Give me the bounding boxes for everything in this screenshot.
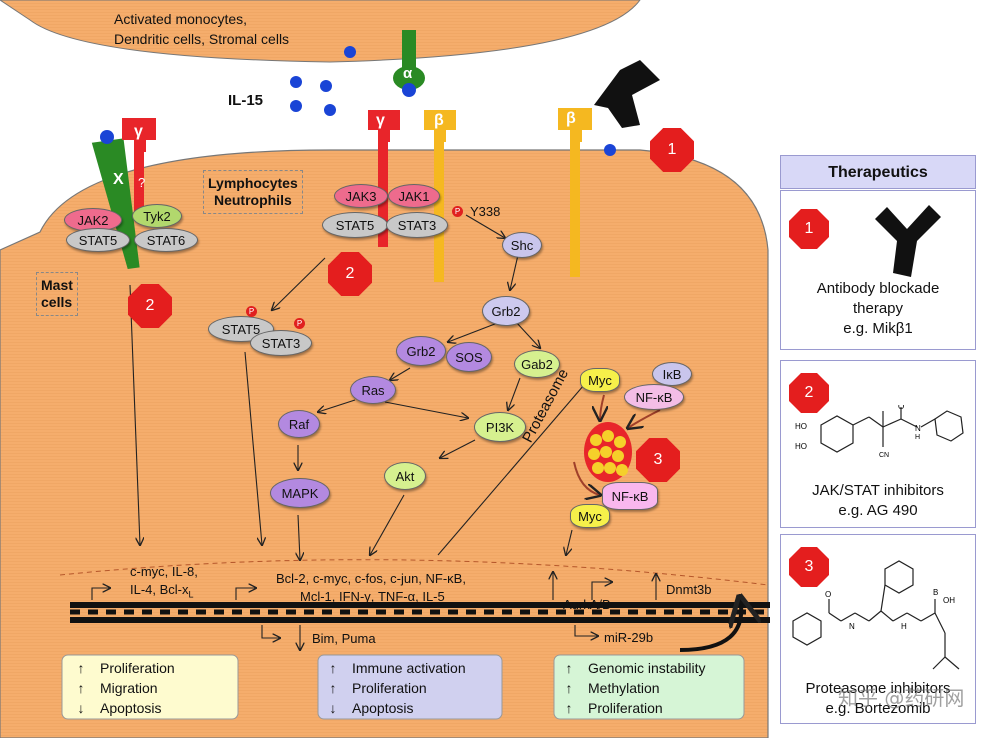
therapeutic-1-panel: 1 Antibody blockade therapy e.g. Mikβ1 xyxy=(780,190,976,350)
octagon-2-left: 2 xyxy=(128,284,172,328)
bortezomib-oh: OH xyxy=(943,596,955,605)
gamma-label: γ xyxy=(376,112,385,129)
therapeutic-3-octagon: 3 xyxy=(789,547,829,587)
akt-node: Akt xyxy=(384,462,426,490)
pi3k-node: PI3K xyxy=(474,412,526,442)
therapeutic-2-octagon: 2 xyxy=(789,373,829,413)
therapeutic-1-octagon: 1 xyxy=(789,209,829,249)
target-mid-1: Bcl-2, c-myc, c-fos, c-jun, NF-κB, xyxy=(276,571,466,586)
ras-node: Ras xyxy=(350,376,396,404)
mapk-node: MAPK xyxy=(270,478,330,508)
outcome-yellow: ↑Proliferation ↑Migration ↓Apoptosis xyxy=(77,660,175,716)
top-cell-shape xyxy=(0,0,641,63)
beta-label: β xyxy=(434,112,444,129)
therapeutics-header: Therapeutics xyxy=(780,155,976,189)
therapeutics-title: Therapeutics xyxy=(828,164,928,181)
jak1-node: JAK1 xyxy=(388,184,440,208)
jak3-node: JAK3 xyxy=(334,184,388,208)
octagon-1: 1 xyxy=(650,128,694,172)
top-cell-label-1: Activated monocytes, xyxy=(114,11,248,27)
top-cell-label-2: Dendritic cells, Stromal cells xyxy=(114,31,290,47)
phospho-stat3: P xyxy=(294,318,305,329)
ag490-h: H xyxy=(915,434,920,441)
phospho-stat5: P xyxy=(246,306,257,317)
therapeutic-2-line1: JAK/STAT inhibitors xyxy=(812,482,944,499)
beta-right-label: β xyxy=(566,110,576,127)
ag490-n: N xyxy=(915,424,921,433)
y338-label: Y338 xyxy=(470,204,501,219)
therapeutic-1-line2: therapy xyxy=(852,300,904,317)
ag490-cn: CN xyxy=(879,452,889,459)
nfkb-node-bottom: NF-κB xyxy=(602,482,658,510)
stat3-p-node: STAT3 xyxy=(250,330,312,356)
antibody-icon xyxy=(875,205,941,277)
alpha-label: α xyxy=(403,65,413,82)
grb2-node: Grb2 xyxy=(482,296,530,326)
target-mid-2: Mcl-1, IFN-γ, TNF-α, IL-5 xyxy=(300,589,445,604)
myc-node-top: Myc xyxy=(580,368,620,392)
therapeutic-2-line2: e.g. AG 490 xyxy=(838,502,918,519)
bortezomib-b: B xyxy=(933,588,938,597)
therapeutic-1-line1: Antibody blockade xyxy=(816,280,940,297)
dna-helix xyxy=(70,602,770,623)
tyk2-node: Tyk2 xyxy=(132,204,182,228)
ikb-node: IκB xyxy=(652,362,692,386)
stat6-node: STAT6 xyxy=(134,228,198,252)
therapeutic-3-panel: 3 B OH O N H Proteasome inhibitors e.g. … xyxy=(780,534,976,724)
grb2b-node: Grb2 xyxy=(396,336,446,366)
ag490-structure: HO HO CN O N H xyxy=(795,405,964,459)
bortezomib-h: H xyxy=(901,622,907,631)
shc-node: Shc xyxy=(502,232,542,258)
octagon-3: 3 xyxy=(636,438,680,482)
nfkb-node-top: NF-κB xyxy=(624,384,684,410)
bortezomib-structure: B OH O N H xyxy=(792,560,960,670)
watermark: 知乎 @药研网 xyxy=(838,686,965,710)
phospho-y338: P xyxy=(452,206,463,217)
stat5-center-node: STAT5 xyxy=(322,212,388,238)
therapeutic-2-panel: 2 HO HO CN O N H JAK/STAT inhibitors e.g… xyxy=(780,360,976,528)
target-left-2: IL-4, Bcl-xL xyxy=(130,582,194,600)
gamma-left-label: γ xyxy=(134,123,143,140)
target-mir: miR-29b xyxy=(604,630,654,645)
raf-node: Raf xyxy=(278,410,320,438)
outcome-green: ↑Genomic instability ↑Methylation ↑Proli… xyxy=(565,660,706,716)
gab2-node: Gab2 xyxy=(514,350,560,378)
nucleus-boundary xyxy=(59,559,769,586)
bortezomib-n: N xyxy=(849,622,855,631)
therapeutic-1-line3: e.g. Mikβ1 xyxy=(843,320,913,337)
target-aurk: AurkA/B xyxy=(563,597,611,612)
stat3-center-node: STAT3 xyxy=(386,212,448,238)
myc-node-bottom: Myc xyxy=(570,504,610,528)
ag490-ho2: HO xyxy=(795,442,807,451)
therapeutic-3-line2: e.g. Bortezomib xyxy=(825,700,931,717)
proteasome-shape xyxy=(584,422,632,482)
ag490-o: O xyxy=(898,405,904,411)
x-label: X xyxy=(113,171,124,188)
target-left-1: c-myc, IL-8, xyxy=(130,564,198,579)
bortezomib-o: O xyxy=(825,590,831,599)
sos-node: SOS xyxy=(446,342,492,372)
octagon-2-center: 2 xyxy=(328,252,372,296)
therapeutic-3-line1: Proteasome inhibitors xyxy=(805,680,951,697)
cytokine-label: IL-15 xyxy=(228,92,264,109)
stat5-left-node: STAT5 xyxy=(66,228,130,252)
target-bim: Bim, Puma xyxy=(312,631,376,646)
target-dnmt: Dnmt3b xyxy=(666,582,712,597)
outcome-purple: ↑Immune activation ↑Proliferation ↓Apopt… xyxy=(329,660,466,716)
question-label: ? xyxy=(138,175,146,190)
ag490-ho1: HO xyxy=(795,422,807,431)
